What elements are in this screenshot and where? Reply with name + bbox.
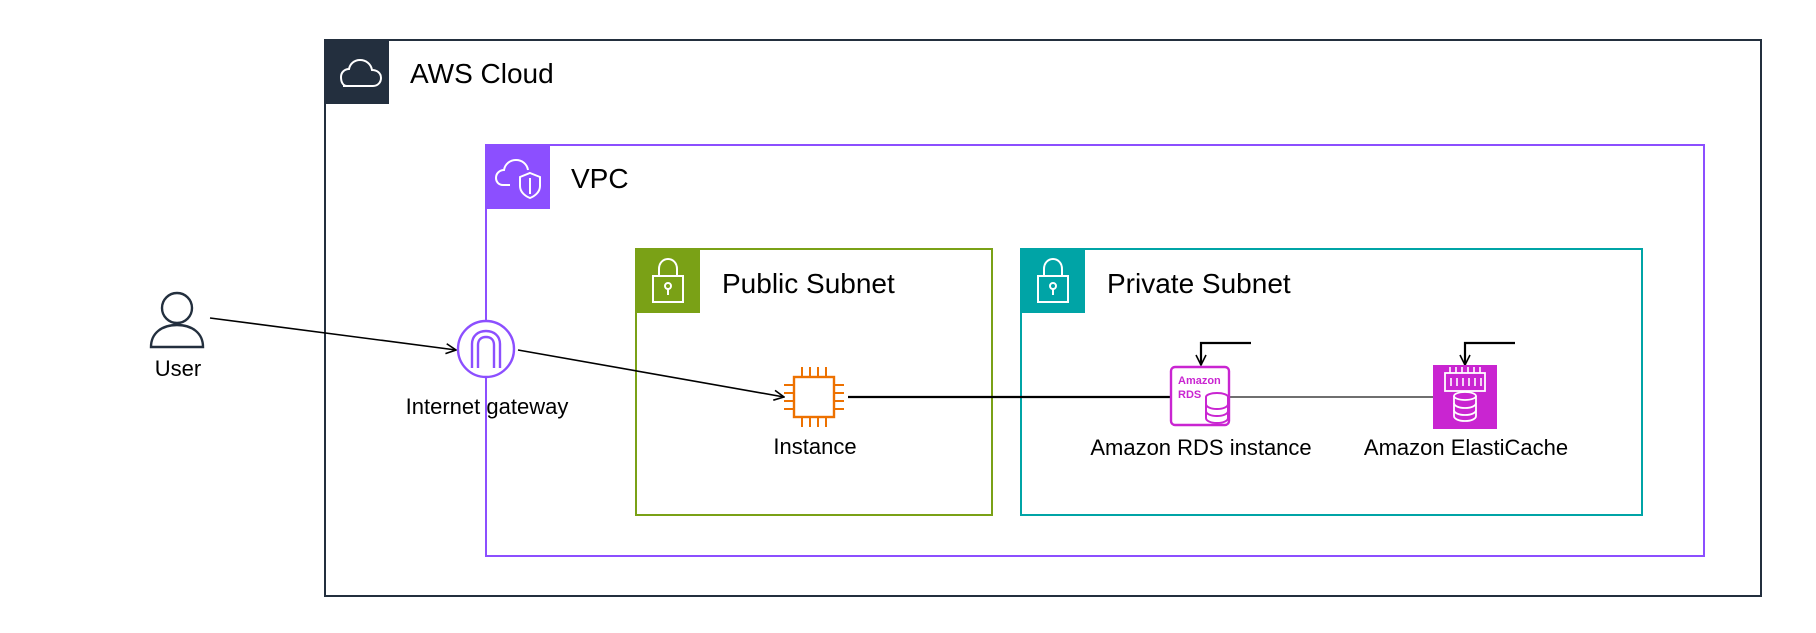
lock-icon: [636, 249, 700, 313]
private-subnet-title: Private Subnet: [1107, 268, 1291, 299]
edge-user-to-internet-gateway: [209, 317, 456, 350]
user-icon: [149, 291, 205, 349]
elasticache-label: Amazon ElastiCache: [1364, 435, 1568, 460]
internet-gateway-icon: [456, 319, 516, 379]
rds-label: Amazon RDS instance: [1090, 435, 1311, 460]
private-subnet-group: Private Subnet: [1020, 248, 1643, 516]
lock-icon: [1021, 249, 1085, 313]
instance-label: Instance: [773, 434, 856, 459]
vpc-title: VPC: [571, 163, 629, 194]
user-node[interactable]: User: [149, 291, 205, 381]
vpc-border: [485, 144, 1705, 557]
edges: [209, 317, 1515, 398]
public-subnet-group: Public Subnet: [635, 248, 993, 516]
internet-gateway-node[interactable]: Internet gateway: [406, 319, 569, 419]
amazon-rds-icon: Amazon RDS: [1169, 365, 1231, 427]
edge-instance-to-elasticache: [848, 341, 1515, 398]
ec2-instance-icon: [784, 367, 844, 427]
cloud-icon: [325, 40, 389, 104]
private-subnet-border: [1020, 248, 1643, 516]
edge-internet-gateway-to-instance: [517, 349, 784, 397]
aws-cloud-group: AWS Cloud: [324, 39, 1762, 597]
elasticache-node[interactable]: Amazon ElastiCache: [1364, 365, 1568, 460]
vpc-group: VPC: [485, 144, 1705, 557]
amazon-elasticache-icon: [1433, 365, 1497, 429]
aws-cloud-title: AWS Cloud: [410, 58, 554, 89]
rds-node[interactable]: Amazon RDS Amazon RDS instance: [1090, 365, 1312, 460]
internet-gateway-label: Internet gateway: [406, 394, 569, 419]
public-subnet-title: Public Subnet: [722, 268, 895, 299]
instance-node[interactable]: Instance: [773, 367, 857, 459]
user-label: User: [155, 356, 201, 381]
aws-cloud-border: [324, 39, 1762, 597]
vpc-icon: [486, 145, 550, 209]
rds-icon-line1: Amazon: [1178, 375, 1221, 387]
public-subnet-border: [635, 248, 993, 516]
rds-icon-line2: RDS: [1178, 389, 1201, 401]
